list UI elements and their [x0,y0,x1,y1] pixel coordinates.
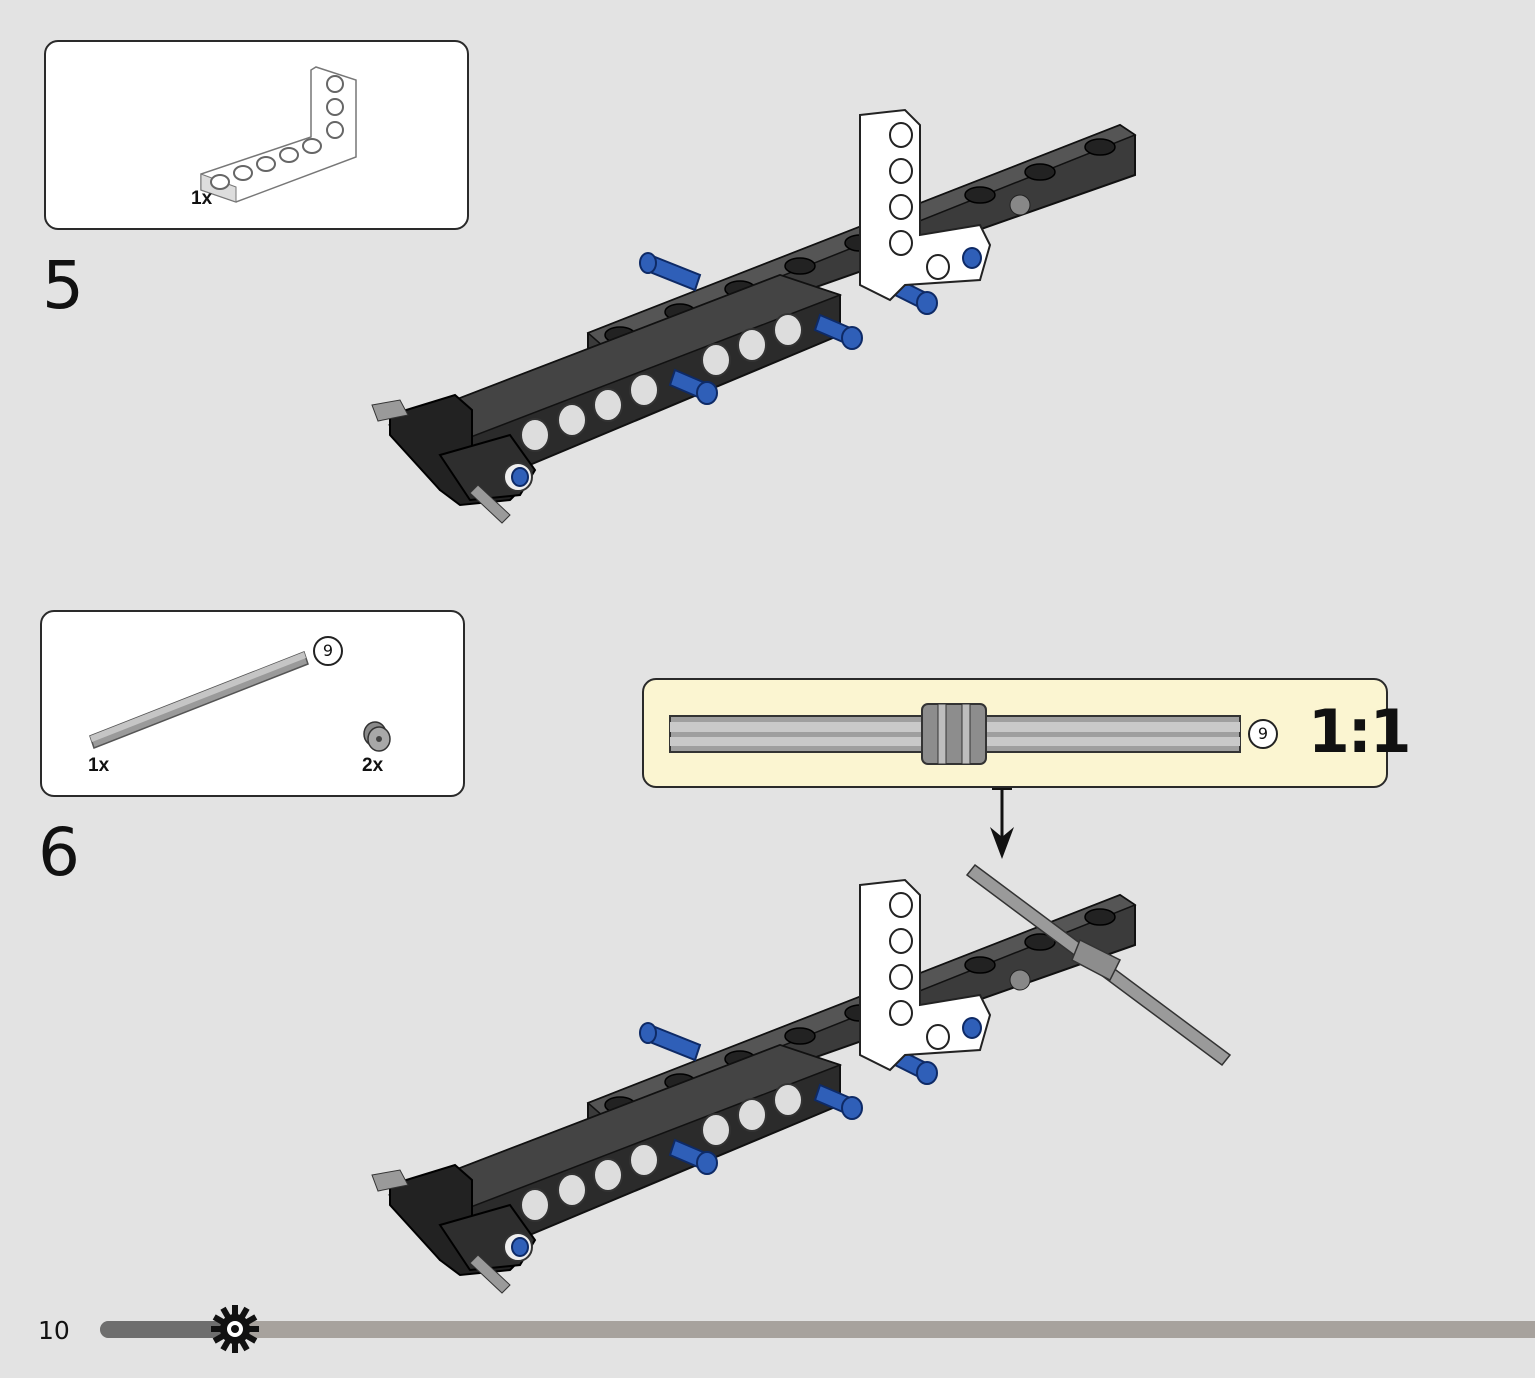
step-number: 6 [38,814,80,891]
part-quantity: 1x [191,188,213,209]
gear-tooth [232,1343,238,1353]
part-quantity: 1x [88,755,110,776]
progress-bar [100,1321,1535,1338]
scale-callout: 9 [642,678,1388,788]
scale-label: 1:1 [1308,697,1411,767]
progress-bar-fill [100,1321,244,1338]
parts-list-step-5: 1x [44,40,469,230]
assembly-illustration-step-5 [371,108,1137,524]
part-quantity: 2x [362,755,384,776]
parts-list-step-6: 9 1x 2x [40,610,465,797]
gear-tooth [212,1314,225,1325]
gear-tooth [220,1306,231,1319]
gear-tooth [212,1333,225,1344]
gear-tooth [220,1339,231,1352]
bushing-part-image [363,721,391,752]
gear-tooth [245,1314,258,1325]
white-l-beam-part-image [200,66,357,203]
page-number: 10 [38,1316,70,1345]
gear-tooth [239,1339,250,1352]
gear-tooth [239,1306,250,1319]
gear-icon [211,1305,259,1353]
axle-length-badge: 9 [1248,719,1278,749]
arrow-down-icon [990,788,1014,859]
gear-tooth [249,1326,259,1332]
axle-part-image [89,651,309,749]
axle-with-bushings-image [669,703,1241,765]
gear-tooth [232,1305,238,1315]
assembly-illustration-step-6 [371,863,1232,1294]
axle-length-badge: 9 [313,636,343,666]
gear-tooth [211,1326,221,1332]
gear-tooth [245,1333,258,1344]
step-number: 5 [42,247,84,324]
